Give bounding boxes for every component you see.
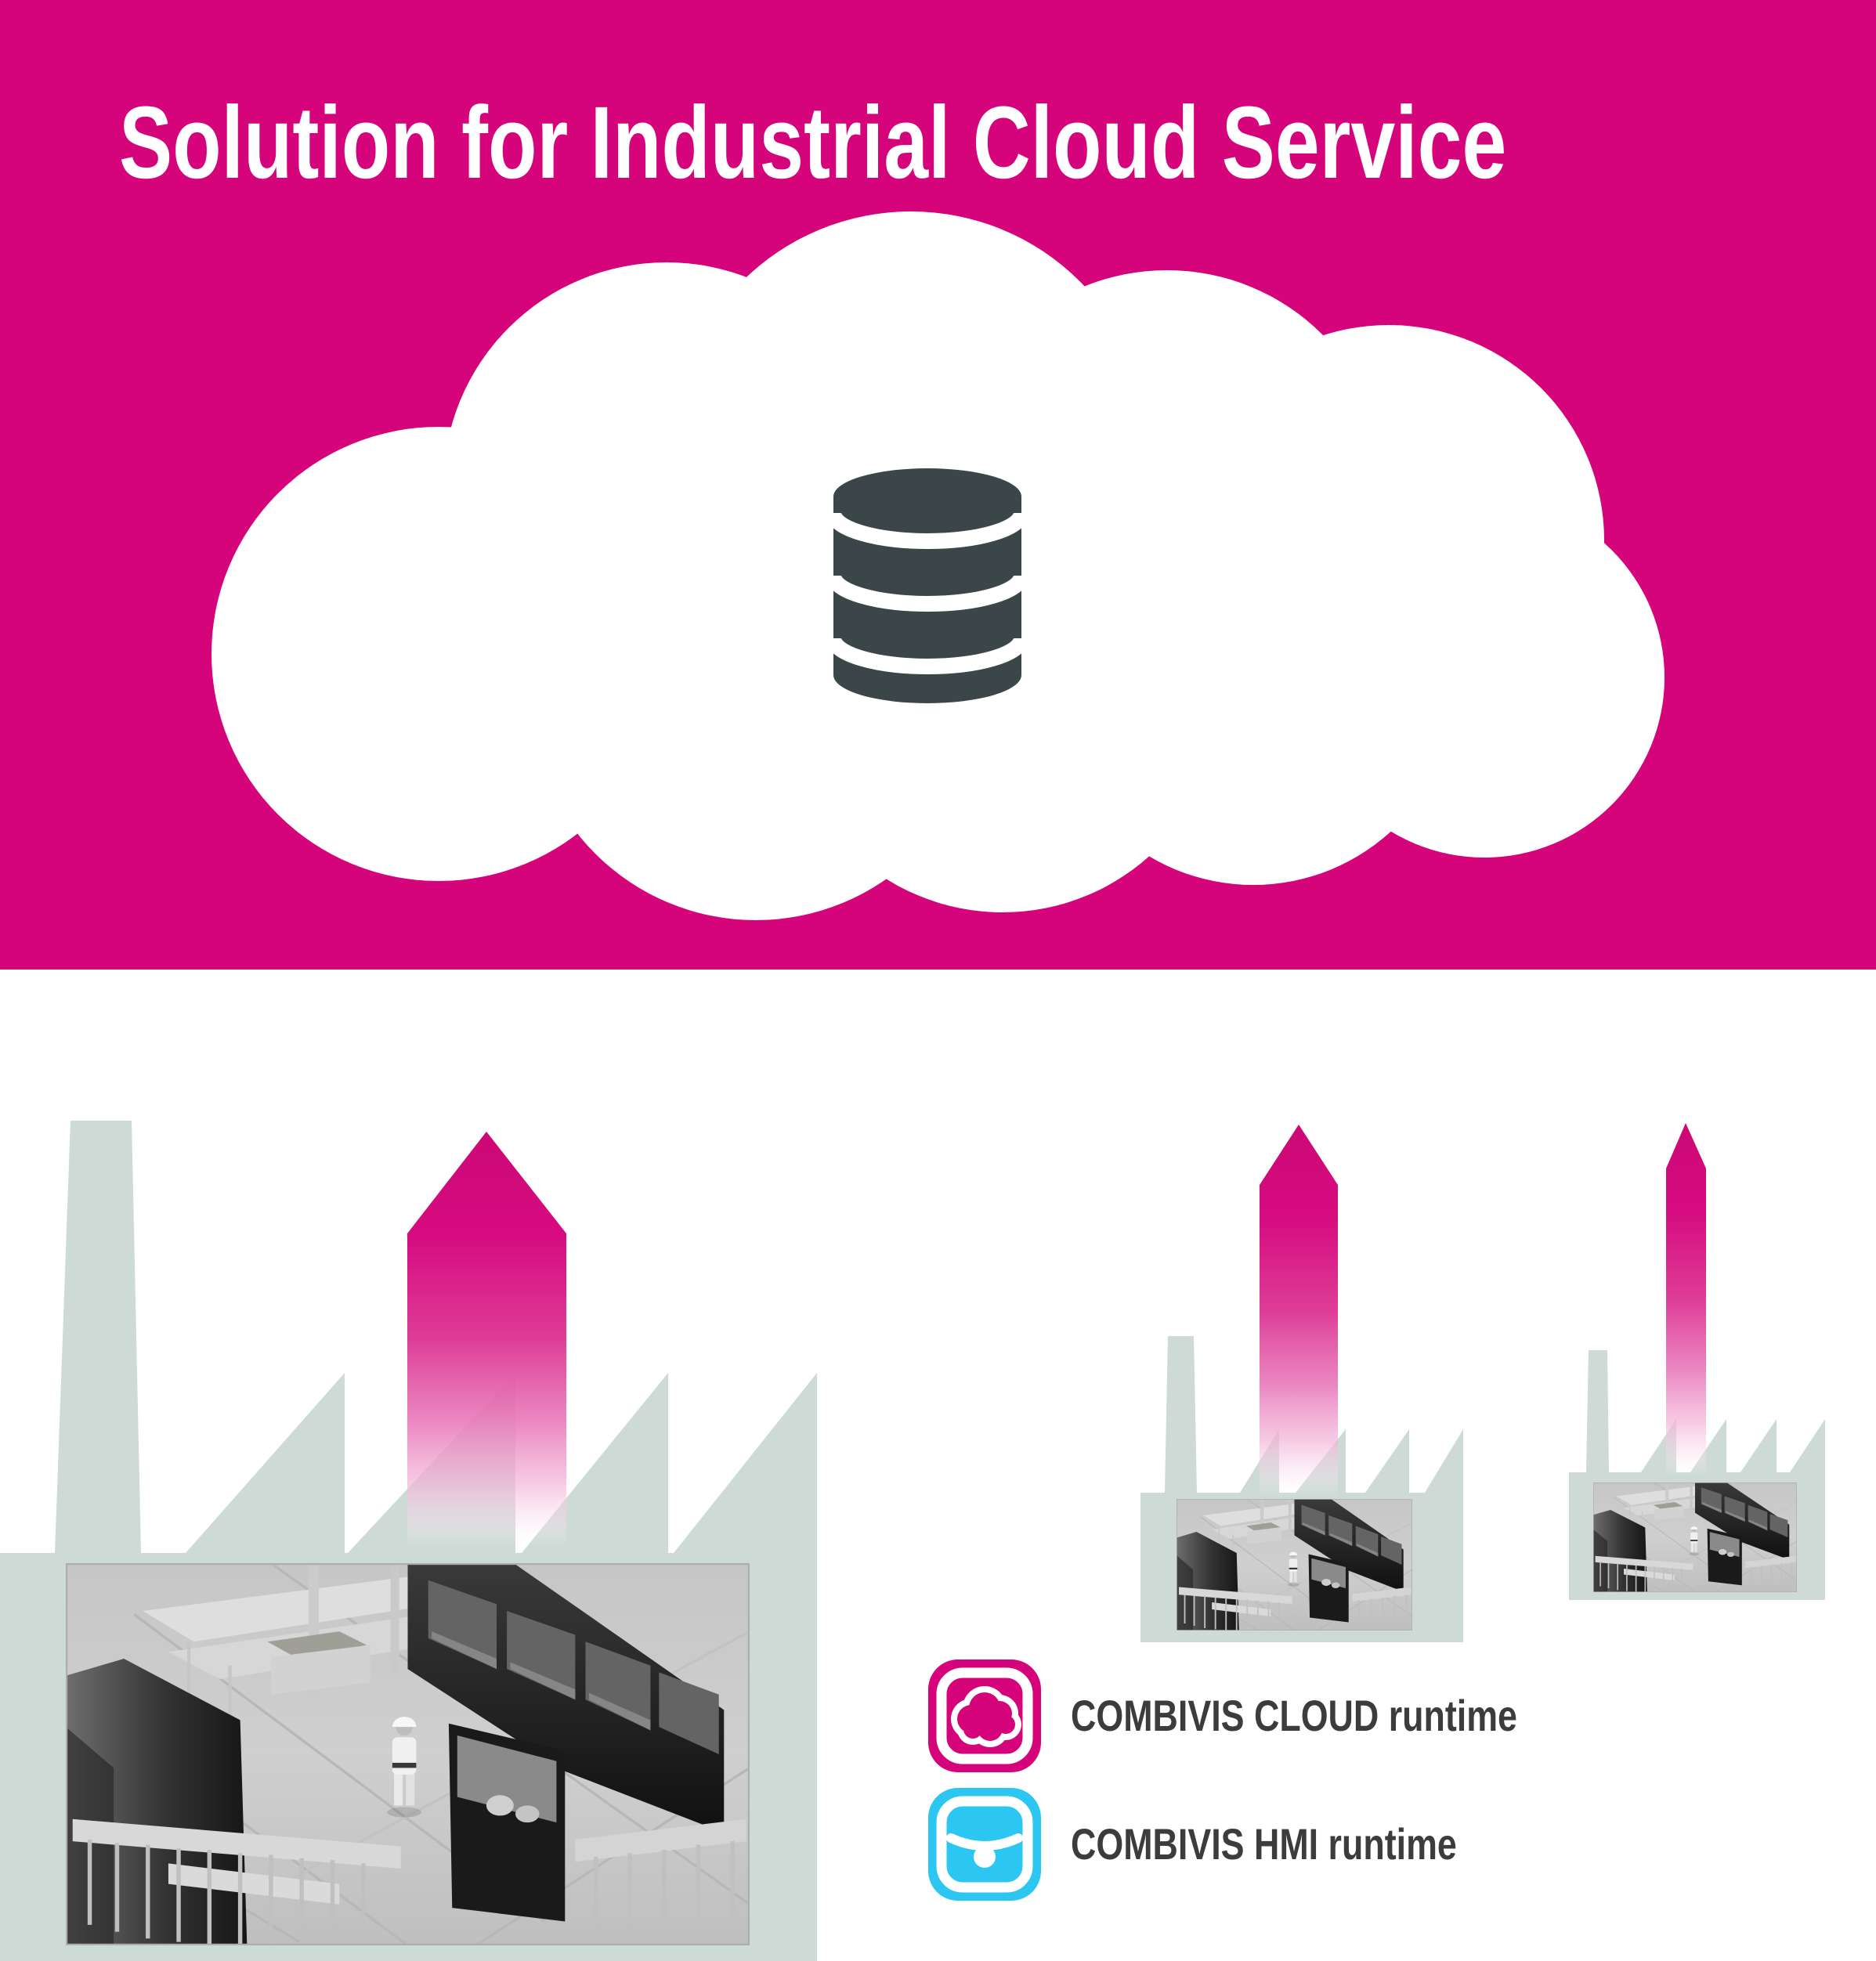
- roof-tooth: [674, 1373, 817, 1553]
- page-title: Solution for Industrial Cloud Service: [119, 85, 1507, 200]
- upload-arrow-large: [407, 1132, 566, 1547]
- chimney: [55, 1121, 141, 1553]
- roof-tooth: [1425, 1429, 1463, 1493]
- chimney: [1165, 1336, 1197, 1493]
- roof-tooth: [1790, 1419, 1825, 1472]
- upload-arrow-small: [1666, 1123, 1706, 1477]
- roof-tooth: [186, 1373, 345, 1553]
- upload-arrow-medium: [1260, 1125, 1338, 1497]
- hmi-display-glyph: [946, 1833, 1023, 1868]
- chimney: [1586, 1350, 1609, 1472]
- legend-item-cloud-runtime: COMBIVIS CLOUD runtime: [928, 1659, 1628, 1772]
- legend-label-hmi-runtime: COMBIVIS HMI runtime: [1071, 1819, 1457, 1869]
- database-icon: [826, 468, 1029, 703]
- cloud-glyph: [951, 1686, 1021, 1747]
- legend-item-hmi-runtime: COMBIVIS HMI runtime: [928, 1788, 1553, 1901]
- legend-label-cloud-runtime: COMBIVIS CLOUD runtime: [1071, 1691, 1517, 1740]
- factory-floor-photo-large: [31, 1563, 750, 1945]
- factory-floor-photo-medium: [1165, 1499, 1412, 1631]
- roof-tooth: [1740, 1419, 1777, 1472]
- factory-floor-photo-small: [1583, 1482, 1797, 1592]
- hmi-app-icon: [928, 1788, 1041, 1901]
- cloud-app-icon: [928, 1659, 1041, 1772]
- roof-tooth: [1365, 1429, 1409, 1493]
